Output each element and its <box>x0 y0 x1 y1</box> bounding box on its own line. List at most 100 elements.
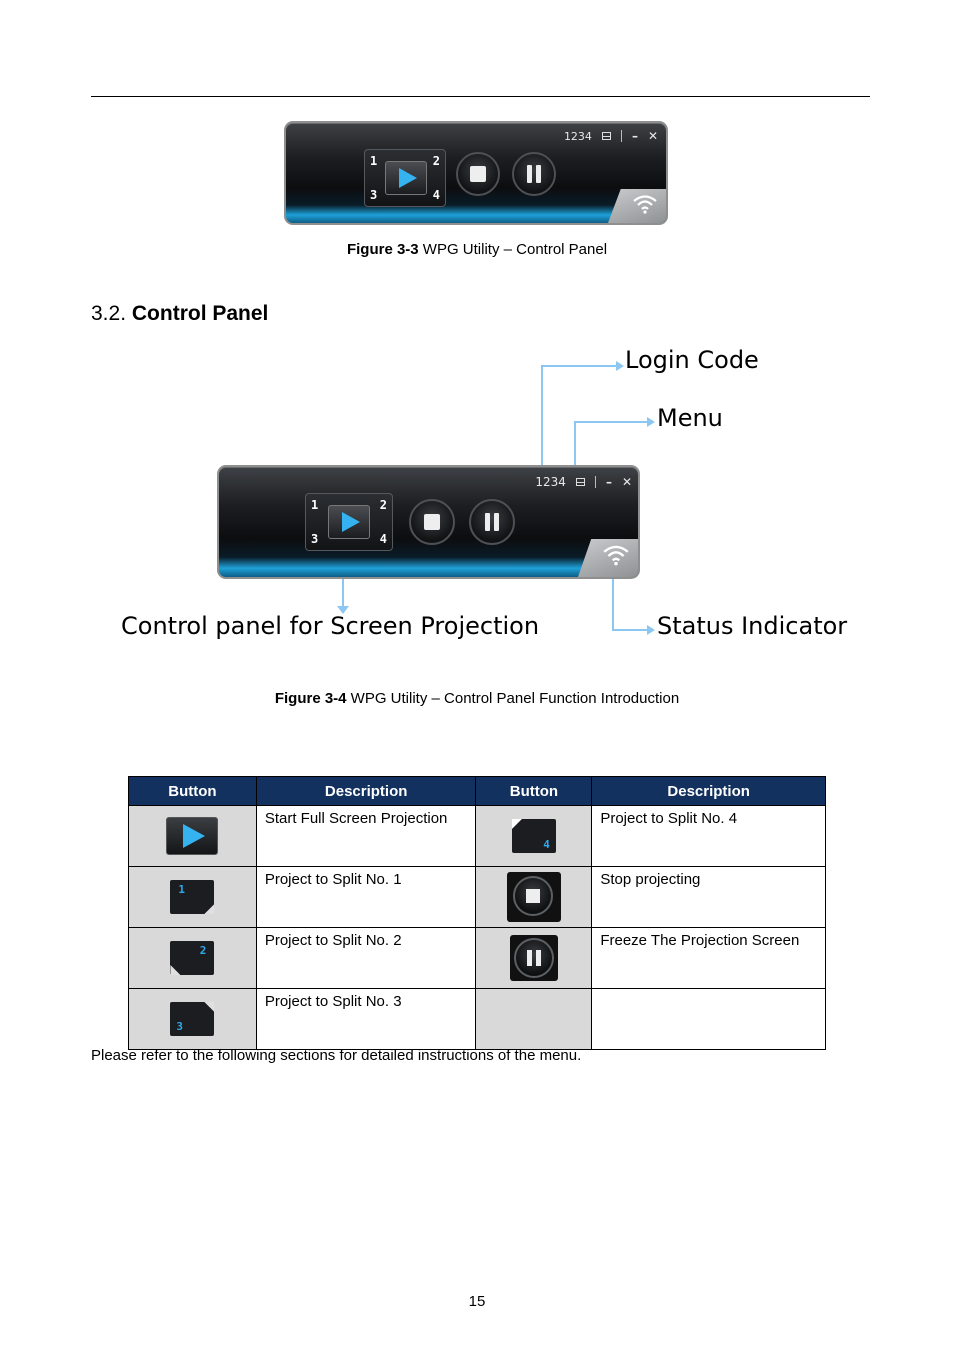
header-rule <box>91 96 870 97</box>
stop-icon <box>506 872 561 922</box>
button-cell: 4 <box>475 805 593 867</box>
split-4-button[interactable]: 4 <box>379 532 387 546</box>
callout-line <box>541 365 617 367</box>
table-row: 2 Project to Split No. 2 Freeze The Proj… <box>128 927 826 989</box>
callout-menu: Menu <box>657 404 723 432</box>
split-1-icon: 1 <box>170 880 215 914</box>
split-1-button[interactable]: 1 <box>370 154 378 168</box>
caption-label: Figure 3-3 <box>346 241 419 258</box>
callout-line <box>612 629 648 631</box>
figure-3-3-caption: Figure 3-3 WPG Utility – Control Panel <box>0 241 954 258</box>
callout-line <box>342 549 344 609</box>
callout-login-code: Login Code <box>625 346 759 374</box>
title-bar: 1234 – ✕ <box>535 475 632 489</box>
wifi-icon <box>603 545 629 566</box>
split-corner <box>204 1002 215 1012</box>
callout-status: Status Indicator <box>657 612 848 640</box>
stop-button[interactable] <box>409 499 455 545</box>
caption-text: WPG Utility – Control Panel Function Int… <box>346 690 680 707</box>
split-3-number: 3 <box>176 1020 184 1033</box>
section-heading: 3.2. Control Panel <box>91 302 268 326</box>
pause-bar <box>535 950 541 966</box>
button-cell <box>128 805 257 867</box>
stop-icon <box>424 514 440 530</box>
play-button[interactable] <box>328 505 370 539</box>
table-row: Start Full Screen Projection 4 Project t… <box>128 805 826 867</box>
callout-line <box>541 365 543 469</box>
description-cell: Project to Split No. 3 <box>255 988 477 1050</box>
figure-3-4-caption: Figure 3-4 WPG Utility – Control Panel F… <box>0 690 954 707</box>
button-cell: 1 <box>128 866 257 928</box>
status-indicator <box>578 539 638 577</box>
caption-text: WPG Utility – Control Panel <box>418 241 608 258</box>
login-code: 1234 <box>563 129 592 143</box>
stop-icon <box>470 166 486 182</box>
wifi-icon <box>633 195 657 214</box>
caption-label: Figure 3-4 <box>274 690 347 707</box>
split-2-icon: 2 <box>170 941 215 975</box>
menu-icon[interactable] <box>575 478 585 486</box>
close-button[interactable]: ✕ <box>647 129 658 143</box>
divider <box>594 476 596 488</box>
button-description-table: Button Description Button Description St… <box>128 776 826 1050</box>
table-row: 1 Project to Split No. 1 Stop projecting <box>128 866 826 928</box>
split-1-button[interactable]: 1 <box>311 498 319 512</box>
split-grid: 1 2 3 4 <box>305 493 393 551</box>
header-description: Description <box>255 776 477 806</box>
pause-icon <box>509 935 558 981</box>
minimize-button[interactable]: – <box>605 475 612 489</box>
header-description: Description <box>591 776 826 806</box>
split-3-button[interactable]: 3 <box>311 532 319 546</box>
split-2-button[interactable]: 2 <box>432 154 440 168</box>
callout-line <box>574 421 576 469</box>
play-button[interactable] <box>385 161 427 195</box>
pause-button[interactable] <box>512 152 556 196</box>
control-panel-figure-1: 1234 – ✕ 1 2 3 4 <box>284 121 668 225</box>
split-4-button[interactable]: 4 <box>432 188 440 202</box>
split-3-icon: 3 <box>170 1002 215 1036</box>
description-cell: Project to Split No. 2 <box>255 927 477 989</box>
description-cell: Freeze The Projection Screen <box>591 927 826 989</box>
play-icon <box>166 817 219 855</box>
split-1-number: 1 <box>178 883 186 896</box>
pause-icon <box>527 165 532 183</box>
split-grid: 1 2 3 4 <box>364 149 446 207</box>
title-bar: 1234 – ✕ <box>564 129 658 143</box>
split-3-button[interactable]: 3 <box>370 188 378 202</box>
stop-circle <box>512 876 553 916</box>
section-number: 3.2. <box>91 302 127 325</box>
callout-line <box>612 575 614 631</box>
split-2-number: 2 <box>199 944 207 957</box>
split-corner <box>170 965 181 975</box>
stop-button[interactable] <box>456 152 500 196</box>
stop-square <box>525 889 540 903</box>
description-cell: Stop projecting <box>591 866 826 928</box>
section-title: Control Panel <box>131 302 269 325</box>
control-panel-figure-2: 1234 – ✕ 1 2 3 4 <box>217 465 640 579</box>
table-row: 3 Project to Split No. 3 <box>128 988 826 1050</box>
pause-button[interactable] <box>469 499 515 545</box>
split-2-button[interactable]: 2 <box>379 498 387 512</box>
pause-circle <box>513 938 554 978</box>
pause-icon <box>494 513 499 531</box>
button-cell <box>475 866 593 928</box>
split-corner <box>511 819 522 829</box>
menu-icon[interactable] <box>601 132 611 140</box>
divider <box>620 130 622 142</box>
split-4-number: 4 <box>543 838 550 851</box>
empty-button-cell <box>475 988 593 1050</box>
button-cell <box>475 927 593 989</box>
minimize-button[interactable]: – <box>631 129 638 143</box>
body-paragraph: Please refer to the following sections f… <box>91 1047 582 1064</box>
close-button[interactable]: ✕ <box>621 475 632 489</box>
header-button: Button <box>128 776 257 806</box>
page-number: 15 <box>468 1293 486 1310</box>
button-cell: 2 <box>128 927 257 989</box>
button-cell: 3 <box>128 988 257 1050</box>
split-corner <box>204 904 215 914</box>
description-cell <box>591 988 826 1050</box>
description-cell: Project to Split No. 4 <box>591 805 826 867</box>
table-header-row: Button Description Button Description <box>128 776 826 806</box>
pause-icon <box>485 513 490 531</box>
callout-projection: Control panel for Screen Projection <box>121 612 540 640</box>
